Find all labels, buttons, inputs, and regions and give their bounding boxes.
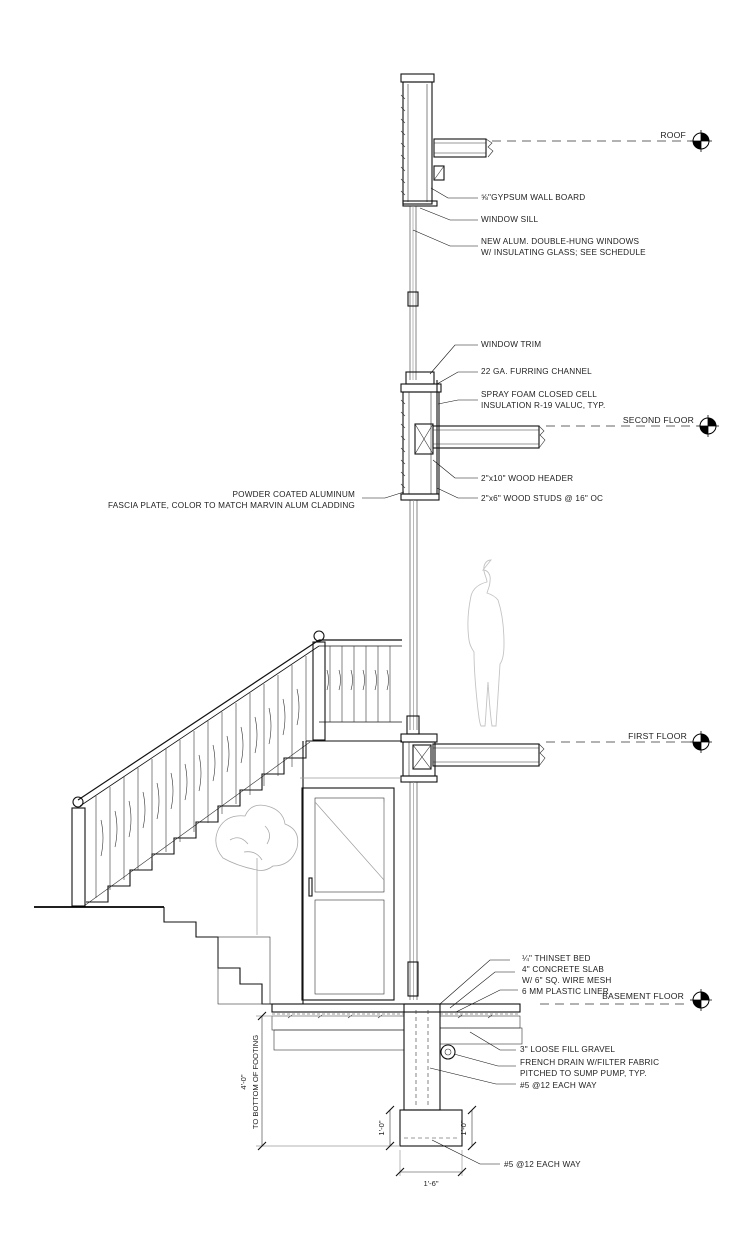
- level-first-floor: FIRST FLOOR: [546, 731, 712, 753]
- foundation-wall: [399, 1003, 463, 1147]
- level-marker-icon: [690, 989, 712, 1011]
- dimension-depth: 4'-0" TO BOTTOM OF FOOTING: [239, 1011, 400, 1151]
- dimension-footing-height-right: 1'-0": [459, 1120, 468, 1135]
- note-fascia-line2: FASCIA PLATE, COLOR TO MATCH MARVIN ALUM…: [108, 501, 355, 510]
- note-header: 2"x10" WOOD HEADER: [481, 474, 573, 483]
- note-drain-line2: PITCHED TO SUMP PUMP, TYP.: [520, 1069, 647, 1078]
- first-floor-wall: [400, 733, 438, 783]
- tree-silhouette: [215, 804, 299, 935]
- first-floor-joist: [432, 743, 546, 767]
- level-first-floor-label: FIRST FLOOR: [628, 731, 687, 741]
- note-window-trim: WINDOW TRIM: [481, 340, 541, 349]
- upper-window: [405, 206, 435, 385]
- note-rebar-wall: #5 @12 EACH WAY: [520, 1081, 597, 1090]
- note-gravel: 3" LOOSE FILL GRAVEL: [520, 1045, 615, 1054]
- note-spray-line2: INSULATION R-19 VALUC, TYP.: [481, 401, 605, 410]
- note-gypsum: GYPSUM WALL BOARD: [491, 193, 585, 202]
- level-roof: ROOF: [492, 130, 712, 152]
- dimension-depth-value: 4'-0": [239, 1074, 248, 1089]
- level-second-floor: SECOND FLOOR: [546, 415, 719, 437]
- note-thinset: ¼" THINSET BED: [522, 954, 591, 963]
- dimension-footing-height: 1'-0" 1'-0": [377, 1105, 477, 1151]
- basement-slab: [271, 1003, 523, 1051]
- note-liner: 6 MM PLASTIC LINER: [522, 987, 609, 996]
- svg-text:⅝"GYPSUM WALL BOARD: ⅝"GYPSUM WALL BOARD: [481, 193, 585, 202]
- dimension-footing-height-left: 1'-0": [377, 1120, 386, 1135]
- second-floor-joist: [432, 425, 546, 449]
- basement-door: [301, 787, 395, 1001]
- dimension-footing-width: 1'-6": [395, 1150, 467, 1188]
- leaders: [362, 187, 518, 1165]
- annotation-notes: ⅝"GYPSUM WALL BOARD WINDOW SILL NEW ALUM…: [108, 193, 659, 1169]
- note-rebar-footing: #5 @12 EACH WAY: [504, 1160, 581, 1169]
- exterior-stair: [83, 740, 402, 1004]
- note-slab-line1: 4" CONCRETE SLAB: [522, 965, 604, 974]
- note-gypsum-prefix: ⅝": [481, 193, 491, 202]
- note-studs: 2"x6" WOOD STUDS @ 16" OC: [481, 494, 603, 503]
- note-windows-line2: W/ INSULATING GLASS; SEE SCHEDULE: [481, 248, 646, 257]
- dimension-footing-width-value: 1'-6": [423, 1179, 438, 1188]
- level-marker-icon: [690, 731, 712, 753]
- second-floor-wall: [400, 380, 442, 501]
- note-windows-line1: NEW ALUM. DOUBLE-HUNG WINDOWS: [481, 237, 640, 246]
- level-second-floor-label: SECOND FLOOR: [623, 415, 694, 425]
- roof-framing: [433, 138, 494, 181]
- level-marker-icon: [690, 130, 712, 152]
- lower-window: [407, 782, 419, 1000]
- note-spray-line1: SPRAY FOAM CLOSED CELL: [481, 390, 597, 399]
- note-window-sill: WINDOW SILL: [481, 215, 538, 224]
- note-furring: 22 GA. FURRING CHANNEL: [481, 367, 592, 376]
- tall-window: [406, 500, 420, 735]
- note-drain-line1: FRENCH DRAIN W/FILTER FABRIC: [520, 1058, 659, 1067]
- note-slab-line2: W/ 6" SQ. WIRE MESH: [522, 976, 612, 985]
- level-marker-icon: [697, 415, 719, 437]
- note-fascia-line1: POWDER COATED ALUMINUM: [232, 490, 355, 499]
- level-roof-label: ROOF: [660, 130, 686, 140]
- human-silhouette: [467, 559, 505, 727]
- level-basement-floor-label: BASEMENT FLOOR: [602, 991, 684, 1001]
- dimension-depth-note: TO BOTTOM OF FOOTING: [251, 1035, 260, 1129]
- parapet-wall: [400, 73, 438, 207]
- level-basement-floor: BASEMENT FLOOR: [540, 989, 712, 1011]
- grade-and-retaining-wall: [34, 906, 272, 1005]
- stair-railing: [71, 630, 402, 907]
